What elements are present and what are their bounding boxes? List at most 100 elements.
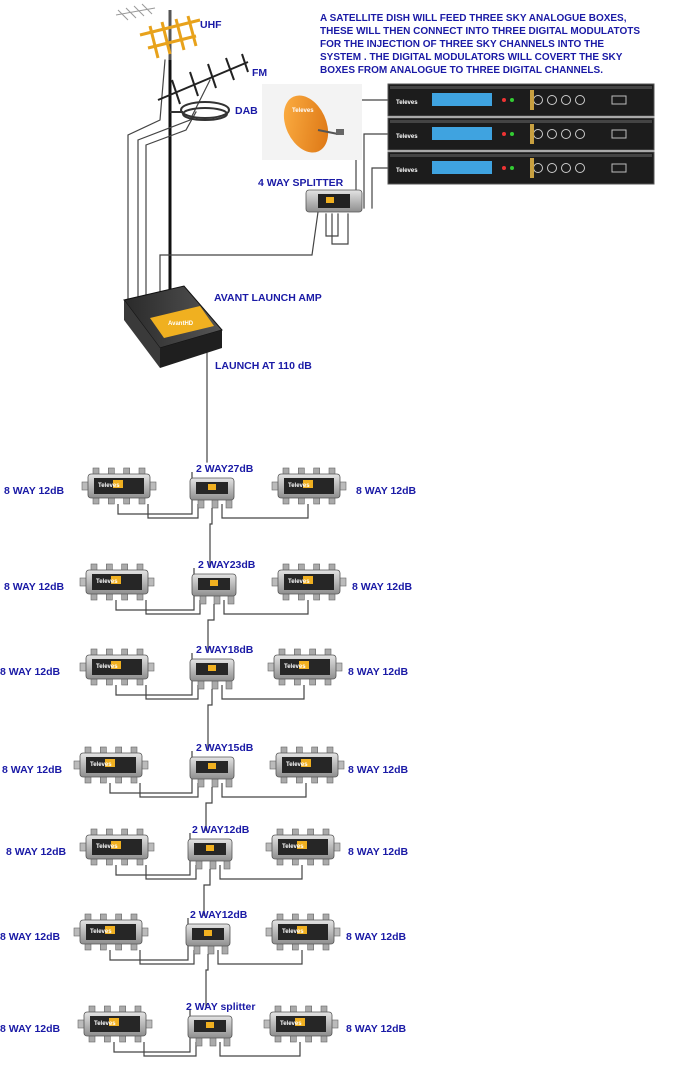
modulator-unit: Televes [387,83,655,117]
eight-way-splitter-icon: Televes [77,1005,153,1043]
eight-way-splitter-icon: Televes [263,1005,339,1043]
eight-way-splitter-icon: Televes [271,563,347,601]
modulator-button-icon [575,129,585,139]
amp-brand: AvantHD [168,321,194,327]
right-eight-way-label: 8 WAY 12dB [348,666,409,678]
uhf-label: UHF [200,19,222,31]
stage-row: Televes Televes 2 WAY12dB 8 WAY 12dB 8 WAY 1… [6,787,409,880]
satellite-note: A SATELLITE DISH WILL FEED THREE SKY ANA… [320,13,640,76]
right-eight-way-label: 8 WAY 12dB [352,581,413,593]
eight-way-splitter-icon: Televes [81,467,157,505]
two-way-splitter-icon [189,658,235,690]
two-way-splitter-label: 2 WAY12dB [190,909,248,921]
eight-way-splitter-icon: Televes [265,913,341,951]
uhf-antenna-icon [115,3,201,60]
two-way-splitter-label: 2 WAY18dB [196,644,254,656]
modulator-button-icon [561,129,571,139]
right-eight-way-label: 8 WAY 12dB [348,846,409,858]
modulator-unit: Televes [387,151,655,185]
right-eight-way-label: 8 WAY 12dB [356,485,417,497]
stage-row: Televes Televes 2 WAY12dB 8 WAY 12dB 8 WAY 1… [0,869,407,965]
two-way-splitter-icon [191,573,237,605]
splitter-brand: Televes [282,844,304,850]
stage-row: Televes Televes 2 WAY splitter 8 WAY 12dB 8 … [0,954,407,1057]
modulator-button-icon [561,95,571,105]
eight-way-splitter-icon: Televes [269,746,345,784]
modulator-button-icon [547,163,557,173]
two-way-splitter-icon [185,923,231,955]
splitter-brand: Televes [288,483,310,489]
splitter-brand: Televes [288,579,310,585]
right-eight-way-label: 8 WAY 12dB [348,764,409,776]
splitter-brand: Televes [96,664,118,670]
modulator-button-icon [561,163,571,173]
left-eight-way-label: 8 WAY 12dB [2,764,63,776]
splitter-brand: Televes [96,844,118,850]
fm-antenna-icon [157,53,249,105]
two-way-splitter-label: 2 WAY15dB [196,742,254,754]
two-way-splitter-icon [189,756,235,788]
modulator-display [432,127,492,140]
right-eight-way-label: 8 WAY 12dB [346,1023,407,1035]
eight-way-splitter-icon: Televes [73,913,149,951]
modulator-display [432,93,492,106]
four-way-splitter-icon [305,189,363,213]
left-eight-way-label: 8 WAY 12dB [4,581,65,593]
right-eight-way-label: 8 WAY 12dB [346,931,407,943]
stage-row: Televes Televes 2 WAY18dB 8 WAY 12dB 8 WAY 1… [0,604,409,700]
note-line: BOXES FROM ANALOGUE TO THREE DIGITAL CHA… [320,65,603,76]
splitter-brand: Televes [94,1021,116,1027]
eight-way-splitter-icon: Televes [79,648,155,686]
left-eight-way-label: 8 WAY 12dB [4,485,65,497]
dish-brand: Televes [292,108,314,114]
left-eight-way-label: 8 WAY 12dB [0,666,61,678]
modulator-button-icon [547,95,557,105]
splitter-brand: Televes [96,579,118,585]
splitter-brand: Televes [98,483,120,489]
launch-amp-icon: AvantHD [123,285,223,368]
modulator-unit: Televes [387,117,655,151]
stage-row: Televes Televes 2 WAY15dB 8 WAY 12dB 8 WAY 1… [2,689,409,798]
note-line: A SATELLITE DISH WILL FEED THREE SKY ANA… [320,13,627,24]
eight-way-splitter-icon: Televes [73,746,149,784]
note-line: THESE WILL THEN CONNECT INTO THREE DIGIT… [320,26,640,37]
modulator-brand: Televes [396,100,418,106]
splitter-brand: Televes [90,929,112,935]
eight-way-splitter-icon: Televes [267,648,343,686]
four-way-splitter-label: 4 WAY SPLITTER [258,177,344,189]
modulator-button-icon [547,129,557,139]
eight-way-splitter-icon: Televes [265,828,341,866]
modulator-button-icon [575,163,585,173]
splitter-brand: Televes [90,762,112,768]
fm-label: FM [252,67,267,79]
modulator-display [432,161,492,174]
left-eight-way-label: 8 WAY 12dB [0,931,61,943]
splitter-brand: Televes [280,1021,302,1027]
splitter-brand: Televes [282,929,304,935]
two-way-splitter-label: 2 WAY splitter [186,1001,255,1013]
stage-row: Televes Televes 2 WAY23dB 8 WAY 12dB 8 WAY 1… [4,508,413,615]
splitter-brand: Televes [286,762,308,768]
satellite-dish-icon: Televes [262,84,362,160]
eight-way-splitter-icon: Televes [79,828,155,866]
amp-label: AVANT LAUNCH AMP [214,292,322,304]
two-way-splitter-icon [189,477,235,509]
two-way-splitter-label: 2 WAY23dB [198,559,256,571]
eight-way-splitter-icon: Televes [79,563,155,601]
left-eight-way-label: 8 WAY 12dB [6,846,67,858]
two-way-splitter-icon [187,1015,233,1047]
note-line: FOR THE INJECTION OF THREE SKY CHANNELS … [320,39,604,50]
modulator-brand: Televes [396,168,418,174]
two-way-splitter-icon [187,838,233,870]
dab-label: DAB [235,105,258,117]
eight-way-splitter-icon: Televes [271,467,347,505]
left-eight-way-label: 8 WAY 12dB [0,1023,61,1035]
note-line: SYSTEM . THE DIGITAL MODULATORS WILL COV… [320,52,623,63]
splitter-brand: Televes [284,664,306,670]
two-way-splitter-label: 2 WAY12dB [192,824,250,836]
modulator-button-icon [575,95,585,105]
